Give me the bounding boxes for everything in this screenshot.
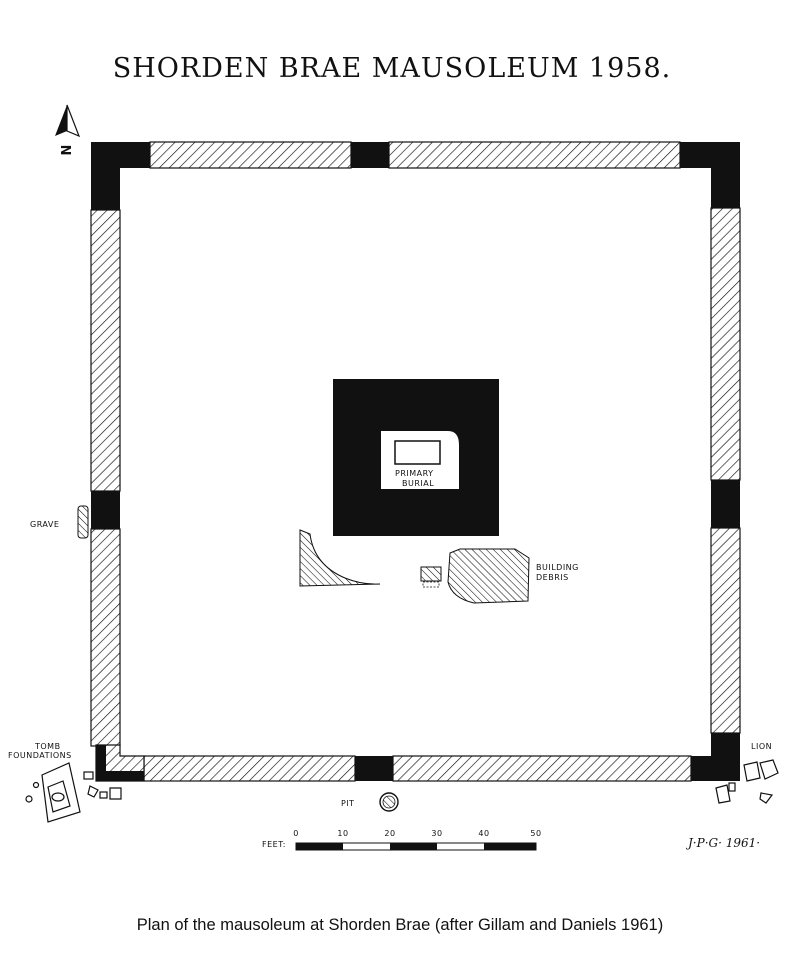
pit-icon	[379, 792, 399, 812]
tomb-foundations-label-2: FOUNDATIONS	[8, 751, 72, 760]
solid-wall-blocks	[91, 142, 740, 781]
north-label: N	[57, 145, 72, 156]
scale-bar	[295, 842, 537, 851]
tomb-foundations	[25, 762, 122, 823]
building-debris-label-2: DEBRIS	[536, 573, 569, 582]
tomb-foundations-label-1: TOMB	[34, 742, 61, 751]
debris-stones	[420, 566, 442, 588]
mausoleum-plan: SHORDEN BRAE MAUSOLEUM 1958. N PRIMARY B…	[8, 53, 779, 851]
primary-burial-label-2: BURIAL	[402, 479, 434, 488]
scale-tick-30: 30	[431, 829, 442, 838]
scale-tick-10: 10	[337, 829, 348, 838]
building-debris-label-1: BUILDING	[536, 563, 579, 572]
north-arrow-icon	[55, 104, 81, 138]
grave-label: GRAVE	[30, 520, 59, 529]
lion-sculpture-fragments	[715, 759, 779, 804]
scale-unit-label: FEET:	[262, 840, 286, 849]
plan-title: SHORDEN BRAE MAUSOLEUM 1958.	[113, 53, 671, 84]
burial-cist-outline	[394, 440, 441, 465]
primary-burial-label-1: PRIMARY	[395, 469, 434, 478]
debris-area-west	[299, 529, 381, 587]
debris-area-east	[447, 548, 530, 604]
grave-outline	[77, 505, 89, 539]
scale-tick-50: 50	[530, 829, 541, 838]
scale-tick-20: 20	[384, 829, 395, 838]
lion-label: LION	[751, 742, 772, 751]
scale-tick-0: 0	[293, 829, 299, 838]
scale-tick-40: 40	[478, 829, 489, 838]
pit-label: PIT	[341, 799, 355, 808]
draftsman-signature: J·P·G· 1961·	[685, 836, 760, 850]
figure-caption: Plan of the mausoleum at Shorden Brae (a…	[136, 916, 664, 934]
